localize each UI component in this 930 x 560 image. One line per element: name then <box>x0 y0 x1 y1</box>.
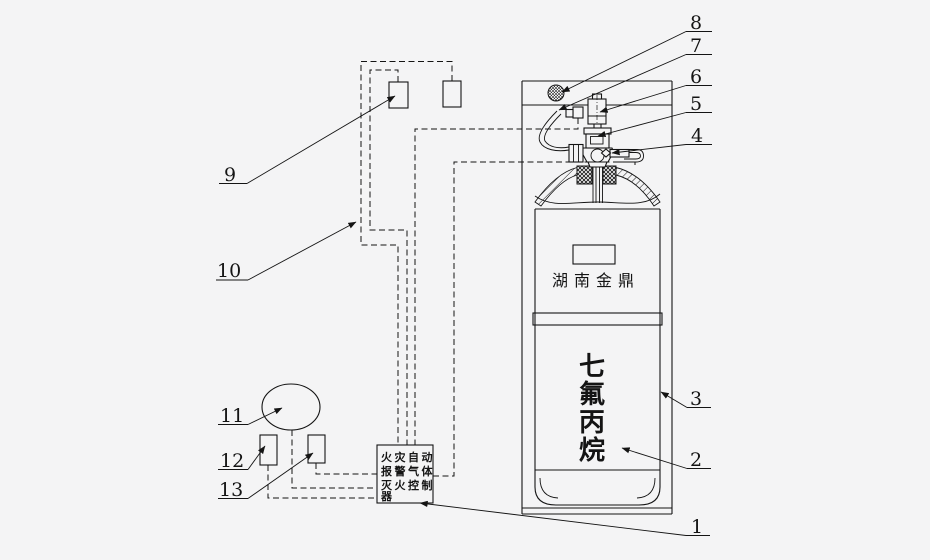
callout-7-leader <box>558 54 687 111</box>
callout-5-label: 5 <box>690 93 702 115</box>
callout-12-label: 12 <box>220 450 244 472</box>
cylinder-bottom-inner-left <box>539 477 559 499</box>
callout-8-leader <box>561 31 687 93</box>
solenoid-connector <box>572 106 584 119</box>
wire-solenoid-to-controller <box>414 118 579 445</box>
agent-char-1: 七 <box>579 352 605 381</box>
controller-text-line1: 火灾自动 <box>381 450 435 464</box>
callout-9: 9 <box>219 95 396 186</box>
cylinder-dome-wave <box>534 193 661 204</box>
siphon-tube <box>592 166 603 203</box>
wire-button-2 <box>315 463 377 475</box>
callouts: 8 7 6 5 4 3 2 <box>216 12 712 538</box>
callout-8: 8 <box>561 12 712 93</box>
outlet-hook-inner <box>624 152 641 160</box>
callout-6: 6 <box>599 66 712 113</box>
solenoid-connector-plug <box>565 108 574 118</box>
pressure-gauge-icon <box>547 84 565 102</box>
manual-button-right <box>307 434 326 464</box>
callout-9-leader <box>246 95 396 184</box>
outlet-junction-diamond <box>600 148 612 158</box>
cylinder-bottom-inner-right <box>636 477 656 499</box>
controller-text-line4: 器 <box>380 490 395 503</box>
callout-3: 3 <box>660 388 711 410</box>
agent-name-vertical-text: 七 氟 丙 烷 <box>579 352 605 465</box>
callout-11-leader <box>247 407 283 425</box>
cylinder-brand-text: 湖南金鼎 <box>552 272 640 290</box>
gland-nut-right <box>602 165 617 185</box>
gauge-hose <box>538 110 570 152</box>
callout-6-leader <box>599 85 687 113</box>
callout-1-label: 1 <box>691 516 703 538</box>
callout-10-leader <box>247 221 357 281</box>
agent-char-2: 氟 <box>579 380 605 409</box>
callout-2-label: 2 <box>690 449 702 471</box>
callout-10-label: 10 <box>217 260 241 282</box>
callout-12-leader <box>247 445 266 470</box>
agent-char-3: 丙 <box>579 408 605 437</box>
callout-3-leader <box>660 391 688 408</box>
cabinet <box>521 80 673 515</box>
valve-neck <box>587 161 608 168</box>
controller-text-line3: 灭火控制 <box>380 478 435 492</box>
control-wiring <box>267 61 636 499</box>
callout-10: 10 <box>216 221 357 282</box>
container-valve-assembly <box>538 84 644 168</box>
valve-bonnet-window <box>590 136 604 145</box>
valve-flange <box>583 127 612 135</box>
agent-cylinder: 湖南金鼎 七 氟 丙 烷 <box>532 165 663 506</box>
callout-6-label: 6 <box>690 66 702 88</box>
callout-5: 5 <box>597 93 712 138</box>
callout-1: 1 <box>419 500 710 538</box>
callout-4-leader <box>611 144 687 156</box>
callout-9-label: 9 <box>224 164 236 186</box>
callout-5-leader <box>597 112 687 138</box>
callout-2-leader <box>621 447 688 469</box>
callout-7-label: 7 <box>690 35 702 57</box>
callout-11: 11 <box>218 405 283 427</box>
callout-4: 4 <box>611 125 712 156</box>
cylinder-label-plate <box>572 244 616 265</box>
callout-13-label: 13 <box>219 479 243 501</box>
wire-detector-b-to-controller <box>360 61 453 445</box>
gland-nut-left <box>576 165 593 185</box>
callout-1-leader <box>419 500 687 536</box>
valve-left-port-nut <box>568 143 584 163</box>
callout-12: 12 <box>218 445 266 472</box>
controller-box <box>376 444 434 504</box>
wire-outlet-to-controller <box>433 161 636 477</box>
callout-13: 13 <box>218 452 314 501</box>
detector-box-right <box>442 80 462 108</box>
wire-detector-a-to-controller <box>369 69 408 445</box>
callout-11-label: 11 <box>220 405 244 427</box>
cylinder-body-outline <box>534 209 661 506</box>
callout-7: 7 <box>558 35 712 111</box>
controller-text-line2: 报警气体 <box>381 464 435 478</box>
callout-2: 2 <box>621 447 711 471</box>
cylinder-strap-band <box>532 312 663 326</box>
detector-box-left <box>388 81 409 109</box>
callout-4-label: 4 <box>691 125 703 147</box>
callout-13-leader <box>247 452 314 499</box>
callout-8-label: 8 <box>690 12 702 34</box>
fire-alarm-controller: 火灾自动 报警气体 灭火控制 器 <box>376 444 435 504</box>
alarm-bell <box>261 383 321 431</box>
agent-char-4: 烷 <box>579 435 605 465</box>
callout-3-label: 3 <box>690 388 702 410</box>
wire-button-1 <box>267 465 377 499</box>
wire-alarm-bell <box>291 430 377 489</box>
